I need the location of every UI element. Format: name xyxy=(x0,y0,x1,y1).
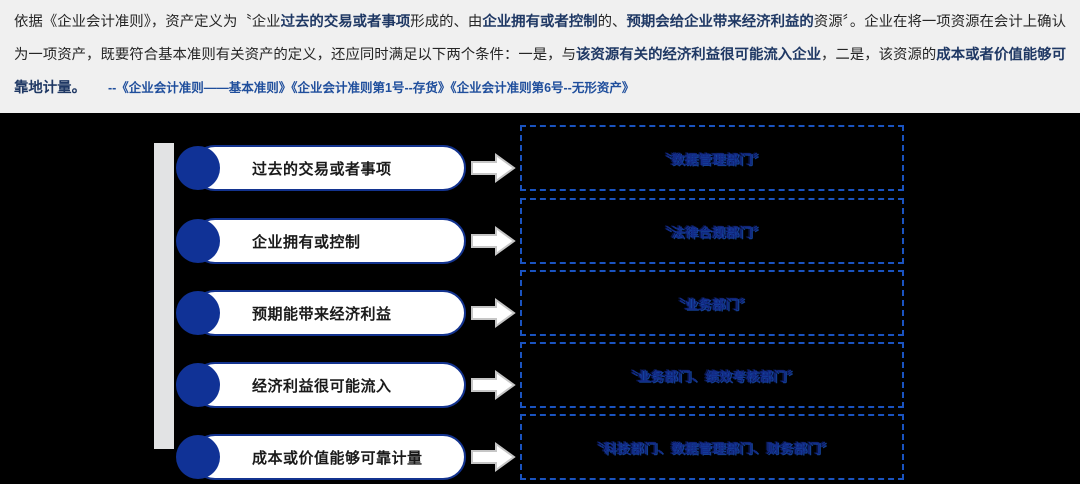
department-box-4: 〝业务部门、绩效考核部门〞 xyxy=(520,342,904,408)
criteria-bullet-2-icon xyxy=(176,219,220,263)
paragraph-text-1: 依据《企业会计准则》，资产定义为〝企业 xyxy=(14,14,281,30)
criteria-pill-3[interactable]: 预期能带来经济利益 xyxy=(192,290,466,336)
highlight-probable-inflow: 该资源有关的经济利益很可能流入企业 xyxy=(576,47,821,63)
criteria-pill-3-label: 预期能带来经济利益 xyxy=(252,305,392,323)
paragraph-text-3: 的、 xyxy=(597,14,627,30)
flow-arrow-1-icon xyxy=(470,153,516,183)
department-box-3: 〝业务部门〞 xyxy=(520,270,904,336)
source-citation: --《企业会计准则——基本准则》《企业会计准则第1号--存货》《企业会计准则第6… xyxy=(107,81,635,95)
department-box-1: 〝数据管理部门〞 xyxy=(520,125,904,191)
criteria-bullet-1-icon xyxy=(176,146,220,190)
criteria-pill-4[interactable]: 经济利益很可能流入 xyxy=(192,362,466,408)
flow-arrow-3-icon xyxy=(470,298,516,328)
highlight-past-transactions: 过去的交易或者事项 xyxy=(280,14,411,30)
department-box-4-label: 〝业务部门、绩效考核部门〞 xyxy=(623,368,801,384)
criteria-row-3: 预期能带来经济利益 xyxy=(176,290,466,336)
criteria-pill-5-label: 成本或价值能够可靠计量 xyxy=(252,449,423,467)
criteria-row-4: 经济利益很可能流入 xyxy=(176,362,466,408)
department-box-2: 〝法律合规部门〞 xyxy=(520,198,904,264)
department-box-1-label: 〝数据管理部门〞 xyxy=(657,151,767,167)
flow-arrow-4-icon xyxy=(470,370,516,400)
criteria-pill-5[interactable]: 成本或价值能够可靠计量 xyxy=(192,434,466,480)
criteria-row-5: 成本或价值能够可靠计量 xyxy=(176,434,466,480)
criteria-pill-2-label: 企业拥有或控制 xyxy=(252,233,361,251)
criteria-pill-2[interactable]: 企业拥有或控制 xyxy=(192,218,466,264)
criteria-row-1: 过去的交易或者事项 xyxy=(176,145,466,191)
criteria-pill-1[interactable]: 过去的交易或者事项 xyxy=(192,145,466,191)
flow-arrow-5-icon xyxy=(470,442,516,472)
paragraph-text-4: 资源〞。企业在将一项资源在会计上确认为一项资产，既要符合基本准则有关资产的定义，… xyxy=(14,14,1066,63)
criteria-pill-1-label: 过去的交易或者事项 xyxy=(252,160,392,178)
highlight-reliable-measurement: 成本或者价值能够可靠地计量。 xyxy=(14,47,1066,96)
department-box-5: 〝科技部门、数据管理部门、财务部门〞 xyxy=(520,414,904,480)
criteria-pill-4-label: 经济利益很可能流入 xyxy=(252,377,392,395)
highlight-expected-benefit: 预期会给企业带来经济利益的 xyxy=(626,14,814,30)
criteria-bullet-3-icon xyxy=(176,291,220,335)
paragraph-text-5: ，二是，该资源的 xyxy=(821,47,937,63)
criteria-bullet-5-icon xyxy=(176,435,220,479)
department-box-5-label: 〝科技部门、数据管理部门、财务部门〞 xyxy=(589,440,835,456)
department-box-3-label: 〝业务部门〞 xyxy=(671,296,753,312)
definition-header-band: 依据《企业会计准则》，资产定义为〝企业过去的交易或者事项形成的、由企业拥有或者控… xyxy=(0,0,1080,113)
asset-definition-paragraph: 依据《企业会计准则》，资产定义为〝企业过去的交易或者事项形成的、由企业拥有或者控… xyxy=(14,6,1066,105)
criteria-flow-diagram: 过去的交易或者事项 〝数据管理部门〞 企业拥有或控制 〝法律合规部门〞 预期能带… xyxy=(0,113,1080,484)
department-box-2-label: 〝法律合规部门〞 xyxy=(657,224,767,240)
criteria-row-2: 企业拥有或控制 xyxy=(176,218,466,264)
flow-arrow-2-icon xyxy=(470,226,516,256)
criteria-bullet-4-icon xyxy=(176,363,220,407)
highlight-owned-controlled: 企业拥有或者控制 xyxy=(482,14,598,30)
paragraph-text-2: 形成的、由 xyxy=(410,14,483,30)
left-vertical-bar xyxy=(154,143,174,449)
